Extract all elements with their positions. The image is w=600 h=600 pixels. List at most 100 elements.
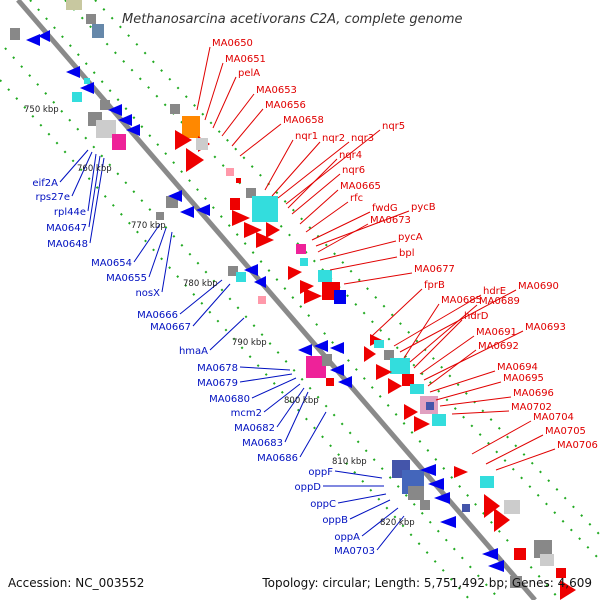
gene-label-forward: fprB: [424, 280, 445, 291]
leader-line: [349, 499, 391, 520]
gene-label-reverse: MA0666: [137, 310, 178, 321]
gene-feature: [510, 576, 522, 588]
gene-feature: [556, 568, 566, 578]
gene-arrow-forward: [175, 130, 192, 150]
gene-label-reverse: MA0678: [197, 363, 238, 374]
gene-label-reverse: eif2A: [32, 178, 58, 189]
accession-text: Accession: NC_003552: [8, 576, 144, 590]
gene-label-reverse: MA0683: [242, 438, 283, 449]
leader-line: [376, 515, 405, 551]
leader-line: [59, 149, 89, 183]
gene-feature: [504, 500, 520, 514]
gene-arrow-reverse: [66, 66, 80, 78]
gene-label-reverse: MA0654: [91, 258, 132, 269]
gene-feature: [112, 134, 126, 150]
gene-feature: [196, 138, 208, 150]
gene-arrow-reverse: [126, 124, 140, 136]
gene-feature: [318, 270, 332, 282]
gene-label-forward: MA0704: [533, 412, 574, 423]
gene-label-forward: MA0656: [265, 100, 306, 111]
gene-feature: [230, 198, 240, 210]
gene-label-forward: pycA: [398, 232, 423, 243]
kbp-label: 750 kbp: [24, 105, 59, 115]
gene-label-forward: nqr2: [322, 133, 345, 144]
kbp-label: 810 kbp: [332, 457, 367, 467]
reverse-leader-lines: [59, 149, 405, 551]
gene-feature: [374, 340, 384, 348]
gene-feature: [236, 272, 246, 282]
leader-line: [315, 210, 410, 247]
gene-label-forward: hdrE: [483, 286, 506, 297]
leader-line: [337, 493, 387, 504]
gene-arrow-reverse: [330, 364, 344, 376]
gene-feature: [258, 296, 266, 304]
leader-line: [319, 240, 397, 261]
gene-label-forward: MA0665: [340, 181, 381, 192]
leader-line: [71, 151, 93, 197]
gene-label-reverse: oppF: [308, 467, 333, 478]
leader-line: [371, 288, 423, 337]
gene-label-reverse: MA0648: [47, 239, 88, 250]
leader-line: [285, 129, 381, 205]
gene-arrow-reverse: [180, 206, 194, 218]
kbp-label: 790 kbp: [232, 338, 267, 348]
gene-label-forward: MA0650: [212, 38, 253, 49]
gene-feature: [514, 548, 526, 560]
gene-label-forward: MA0705: [545, 426, 586, 437]
guide-line: [29, 0, 561, 600]
leader-line: [87, 153, 97, 212]
leader-line: [393, 294, 482, 347]
leader-line: [419, 335, 475, 375]
gene-arrow-reverse: [168, 190, 182, 202]
gene-feature: [390, 358, 410, 374]
gene-feature: [10, 28, 20, 40]
gene-label-forward: nqr1: [295, 131, 318, 142]
gene-arrow-forward: [266, 222, 280, 238]
leader-line: [88, 155, 101, 228]
gene-feature: [66, 0, 82, 10]
gene-arrow-forward: [304, 288, 322, 304]
gene-label-forward: bpl: [399, 248, 414, 259]
gene-arrow-reverse: [244, 264, 258, 276]
gene-feature: [334, 290, 346, 304]
gene-label-forward: MA0696: [513, 388, 554, 399]
gene-arrow-forward: [364, 346, 376, 362]
gene-label-forward: nqr3: [351, 133, 374, 144]
leader-line: [343, 272, 413, 285]
gene-feature: [420, 500, 430, 510]
gene-arrow-forward: [288, 266, 302, 280]
leader-line: [423, 330, 524, 381]
gene-arrow-reverse: [38, 30, 50, 42]
gene-feature: [410, 384, 424, 394]
gene-label-forward: pycB: [411, 202, 436, 213]
gene-feature: [86, 14, 96, 24]
genome-summary-text: Topology: circular; Length: 5,751,492 bp…: [261, 576, 592, 590]
gene-arrow-forward: [232, 210, 250, 226]
kbp-label: 780 kbp: [183, 279, 218, 289]
gene-label-reverse: hmaA: [179, 346, 208, 357]
gene-label-forward: MA0658: [283, 115, 324, 126]
gene-arrow-reverse: [434, 492, 450, 504]
leader-line: [284, 391, 309, 443]
leader-line: [133, 223, 161, 263]
leader-line: [409, 304, 478, 363]
gene-feature: [300, 258, 308, 266]
leader-line: [148, 227, 167, 278]
gene-feature: [384, 350, 394, 360]
gene-arrow-reverse: [420, 464, 436, 476]
gene-label-forward: MA0695: [503, 373, 544, 384]
leader-line: [471, 420, 532, 455]
gene-feature: [228, 266, 238, 276]
gene-label-reverse: MA0655: [106, 273, 147, 284]
gene-feature: [236, 178, 241, 183]
leader-line: [271, 141, 321, 197]
leader-line: [263, 383, 301, 413]
leader-line: [239, 123, 282, 157]
leader-line: [239, 373, 293, 383]
gene-label-forward: rfc: [350, 193, 363, 204]
leader-line: [264, 139, 294, 191]
gene-feature: [246, 188, 256, 198]
gene-feature: [432, 414, 446, 426]
gene-feature: [534, 540, 552, 558]
